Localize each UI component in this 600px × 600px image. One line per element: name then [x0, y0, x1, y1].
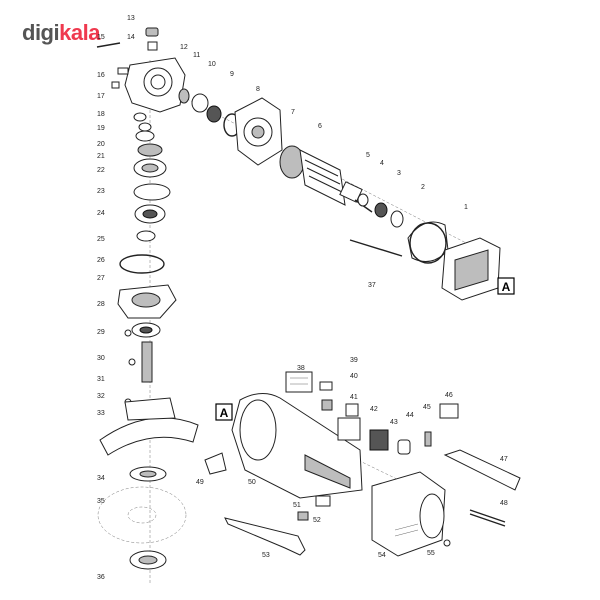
part-field-coil [441, 237, 501, 301]
ref-label: 47 [500, 456, 508, 463]
ref-label: 46 [445, 392, 453, 399]
ref-label: 27 [97, 275, 105, 282]
marker-a-upper: A [497, 277, 515, 295]
ref-label: 39 [350, 357, 358, 364]
part-small-pin [96, 27, 159, 89]
ref-label: 52 [313, 517, 321, 524]
reference-numbers: 1 2 3 4 5 6 7 8 9 10 11 12 13 14 15 16 1… [97, 15, 508, 581]
ref-label: 55 [427, 550, 435, 557]
part-brush-holders [297, 381, 459, 521]
logo-part-digi: digi [22, 20, 60, 45]
part-spindle-stack [117, 112, 177, 406]
ref-label: 48 [500, 500, 508, 507]
ref-label: 30 [97, 355, 105, 362]
ref-label: 3 [397, 170, 401, 177]
ref-label: 11 [193, 52, 200, 59]
part-through-bolt [349, 239, 403, 257]
part-bearing-11-12 [178, 88, 241, 137]
ref-label: 17 [97, 93, 105, 100]
part-rear-cover [371, 471, 451, 557]
part-lock-nut [129, 550, 167, 570]
ref-label: 53 [262, 552, 270, 559]
ref-label: 51 [293, 502, 301, 509]
ref-label: 49 [196, 479, 204, 486]
ref-label: 54 [378, 552, 386, 559]
ref-label: 18 [97, 111, 105, 118]
ref-label: 14 [127, 34, 135, 41]
part-switch-lever [204, 452, 227, 475]
ref-label: 45 [423, 404, 431, 411]
ref-label: 1 [464, 204, 468, 211]
part-grinding-wheel [97, 486, 187, 544]
svg-text:A: A [220, 406, 229, 420]
part-wheel-guard [99, 397, 199, 456]
ref-label: 42 [370, 406, 378, 413]
part-motor-housing-cap [407, 221, 449, 264]
digikala-logo: digikala [22, 20, 100, 46]
ref-label: 31 [97, 376, 105, 383]
part-inner-flange [129, 466, 167, 482]
ref-label: 6 [318, 123, 322, 130]
ref-label: 2 [421, 184, 425, 191]
ref-label: 35 [97, 498, 105, 505]
part-motor-housing [231, 393, 363, 499]
ref-label: 29 [97, 329, 105, 336]
ref-label: 50 [248, 479, 256, 486]
ref-label: 32 [97, 393, 105, 400]
part-label-plate [285, 371, 313, 393]
ref-label: 10 [208, 61, 216, 68]
ref-label: 23 [97, 188, 105, 195]
logo-part-kala: kala [59, 20, 100, 45]
part-gear-housing [124, 57, 186, 113]
ref-label: 37 [368, 282, 376, 289]
ref-label: 4 [380, 160, 384, 167]
ref-label: 5 [366, 152, 370, 159]
ref-label: 36 [97, 574, 105, 581]
ref-label: 22 [97, 167, 105, 174]
part-armature [279, 145, 373, 213]
ref-label: 16 [97, 72, 105, 79]
part-bearings-3-4-5 [357, 193, 404, 228]
part-cord-guard [443, 449, 521, 527]
ref-label: 33 [97, 410, 105, 417]
part-switch-rod [224, 517, 306, 556]
ref-label: 12 [180, 44, 188, 51]
ref-label: 38 [297, 365, 305, 372]
ref-label: 13 [127, 15, 135, 22]
ref-label: 34 [97, 475, 105, 482]
ref-label: 19 [97, 125, 105, 132]
ref-label: 15 [97, 34, 105, 41]
ref-label: 25 [97, 236, 105, 243]
ref-label: 7 [291, 109, 295, 116]
ref-label: 40 [350, 373, 358, 380]
ref-label: 8 [256, 86, 260, 93]
marker-a-lower: A [215, 403, 233, 421]
ref-label: 41 [350, 394, 358, 401]
ref-label: 44 [406, 412, 414, 419]
ref-label: 26 [97, 257, 105, 264]
svg-text:A: A [502, 280, 511, 294]
part-bearing-box [234, 97, 283, 166]
ref-label: 20 [97, 141, 105, 148]
ref-label: 28 [97, 301, 105, 308]
ref-label: 21 [97, 153, 105, 160]
ref-label: 24 [97, 210, 105, 217]
ref-label: 9 [230, 71, 234, 78]
ref-label: 43 [390, 419, 398, 426]
